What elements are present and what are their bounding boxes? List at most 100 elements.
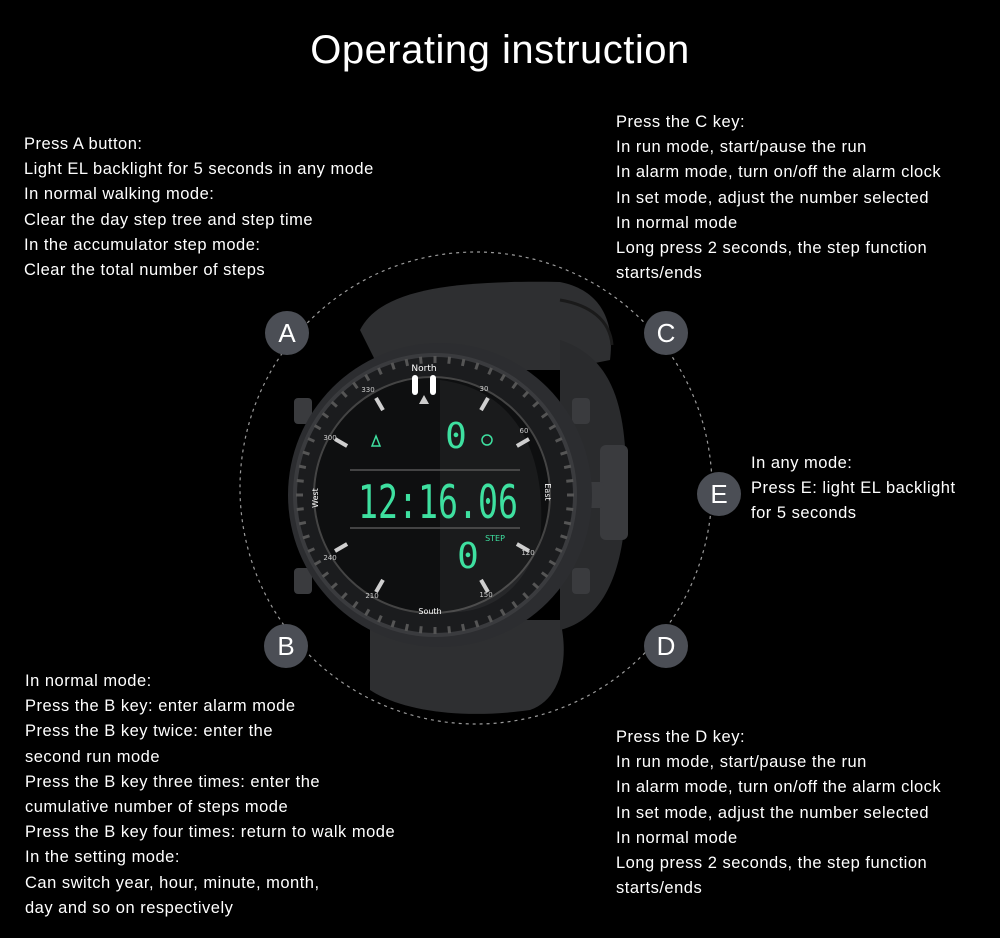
bezel-120-label: 120 bbox=[521, 549, 534, 557]
bezel-150-label: 150 bbox=[479, 591, 492, 599]
instruction-line: Press the D key: bbox=[616, 728, 746, 746]
bezel-tick bbox=[522, 592, 530, 600]
bezel-tick bbox=[340, 592, 348, 600]
bezel-tick bbox=[554, 437, 563, 443]
button-d[interactable] bbox=[572, 568, 590, 594]
bezel-tick bbox=[404, 358, 410, 367]
bezel-tick bbox=[540, 571, 549, 578]
hour-marker bbox=[479, 397, 490, 412]
bezel-tick bbox=[511, 381, 518, 390]
instructions-a: Press A button: Light EL backlight for 5… bbox=[24, 132, 374, 283]
instruction-line: In alarm mode, turn on/off the alarm clo… bbox=[616, 778, 942, 797]
instruction-line: Clear the day step tree and step time bbox=[24, 210, 314, 229]
badge-a: A bbox=[265, 311, 309, 355]
badge-e: E bbox=[697, 472, 741, 516]
instruction-line: Clear the total number of steps bbox=[24, 261, 266, 280]
bezel-tick bbox=[298, 464, 307, 470]
instruction-line: day and so on respectively bbox=[25, 898, 234, 917]
bezel-tick bbox=[548, 424, 557, 431]
west-label: West bbox=[311, 488, 320, 508]
bezel-tick bbox=[321, 412, 330, 419]
bezel-tick bbox=[487, 614, 493, 623]
bezel-tick bbox=[554, 547, 563, 553]
instructions-b: In normal mode: Press the B key: enter a… bbox=[25, 669, 395, 921]
bezel-tick bbox=[364, 373, 371, 382]
alarm-bell-icon bbox=[370, 433, 382, 447]
hour-marker bbox=[479, 578, 490, 593]
bezel-tick bbox=[330, 400, 338, 408]
instruction-line: In normal mode: bbox=[25, 672, 152, 690]
bezel-tick bbox=[563, 464, 572, 470]
bezel-tick bbox=[499, 608, 506, 617]
lcd-time: 12:16.06 bbox=[358, 475, 518, 529]
bezel-210-label: 210 bbox=[365, 592, 378, 600]
instruction-line: cumulative number of steps mode bbox=[25, 798, 289, 817]
bezel-tick bbox=[511, 600, 518, 609]
bezel-tick bbox=[296, 507, 304, 512]
instruction-line: Long press 2 seconds, the step function bbox=[616, 239, 928, 258]
south-label: South bbox=[418, 607, 441, 616]
bezel-tick bbox=[296, 478, 304, 483]
instruction-line: In normal mode bbox=[616, 828, 738, 847]
instructions-e: In any mode: Press E: light EL backlight… bbox=[751, 451, 956, 527]
bezel-tick bbox=[560, 534, 568, 540]
instruction-line: Can switch year, hour, minute, month, bbox=[25, 873, 320, 892]
bezel-tick bbox=[298, 520, 307, 526]
instruction-line: In set mode, adjust the number selected bbox=[616, 188, 930, 207]
button-b[interactable] bbox=[294, 568, 312, 594]
bezel-300-label: 300 bbox=[323, 434, 336, 442]
bezel-tick bbox=[474, 620, 480, 628]
lcd-step-label: STEP bbox=[485, 534, 505, 543]
instruction-line: Press E: light EL backlight bbox=[751, 479, 956, 498]
lcd-steps: 0 bbox=[457, 536, 479, 577]
badge-d: D bbox=[644, 624, 688, 668]
bezel-30-label: 30 bbox=[480, 385, 489, 393]
instruction-line: Press the B key twice: enter the bbox=[25, 722, 274, 741]
bezel-tick bbox=[313, 559, 322, 566]
bezel-tick bbox=[447, 626, 452, 634]
hour-marker bbox=[334, 437, 349, 448]
hour-marker bbox=[374, 397, 385, 412]
instruction-line: Press the C key: bbox=[616, 113, 746, 131]
instruction-line: In alarm mode, turn on/off the alarm clo… bbox=[616, 163, 942, 182]
instruction-line: starts/ends bbox=[616, 264, 703, 283]
page-title: Operating instruction bbox=[310, 28, 690, 72]
instruction-line: Press the B key: enter alarm mode bbox=[25, 697, 296, 716]
bezel-tick bbox=[487, 367, 493, 376]
stopwatch-icon bbox=[481, 434, 493, 446]
north-arrow-icon bbox=[419, 395, 429, 404]
north-label: North bbox=[411, 364, 436, 374]
instruction-line: Long press 2 seconds, the step function bbox=[616, 854, 928, 873]
bezel-tick bbox=[566, 478, 574, 483]
instructions-d: Press the D key: In run mode, start/paus… bbox=[616, 725, 941, 901]
button-c[interactable] bbox=[572, 398, 590, 424]
bezel-330-label: 330 bbox=[361, 386, 374, 394]
bezel-tick bbox=[540, 412, 549, 419]
instruction-line: starts/ends bbox=[616, 879, 703, 898]
instruction-line: In the accumulator step mode: bbox=[24, 235, 261, 254]
button-a[interactable] bbox=[294, 398, 312, 424]
bezel-tick bbox=[418, 626, 423, 634]
bezel-tick bbox=[474, 362, 480, 370]
bezel-tick bbox=[548, 559, 557, 566]
bezel-60-label: 60 bbox=[520, 427, 529, 435]
instruction-line: In run mode, start/pause the run bbox=[616, 138, 867, 157]
bezel-tick bbox=[377, 614, 383, 623]
bezel-tick bbox=[321, 571, 330, 578]
instruction-line: second run mode bbox=[25, 747, 160, 766]
bezel-tick bbox=[566, 507, 574, 512]
bezel-240-label: 240 bbox=[323, 554, 336, 562]
instruction-line: In any mode: bbox=[751, 454, 853, 472]
bezel-tick bbox=[313, 424, 322, 431]
instruction-line: In normal walking mode: bbox=[24, 185, 215, 204]
instruction-line: Press the B key three times: enter the bbox=[25, 772, 321, 791]
instruction-line: Light EL backlight for 5 seconds in any … bbox=[24, 160, 374, 179]
instruction-line: In run mode, start/pause the run bbox=[616, 753, 867, 772]
bezel-tick bbox=[340, 390, 348, 398]
bezel-tick bbox=[560, 450, 568, 456]
bezel-tick bbox=[330, 582, 338, 590]
bezel-tick bbox=[522, 390, 530, 398]
bezel-tick bbox=[447, 356, 452, 364]
instruction-line: In set mode, adjust the number selected bbox=[616, 803, 930, 822]
bezel-tick bbox=[460, 358, 466, 367]
